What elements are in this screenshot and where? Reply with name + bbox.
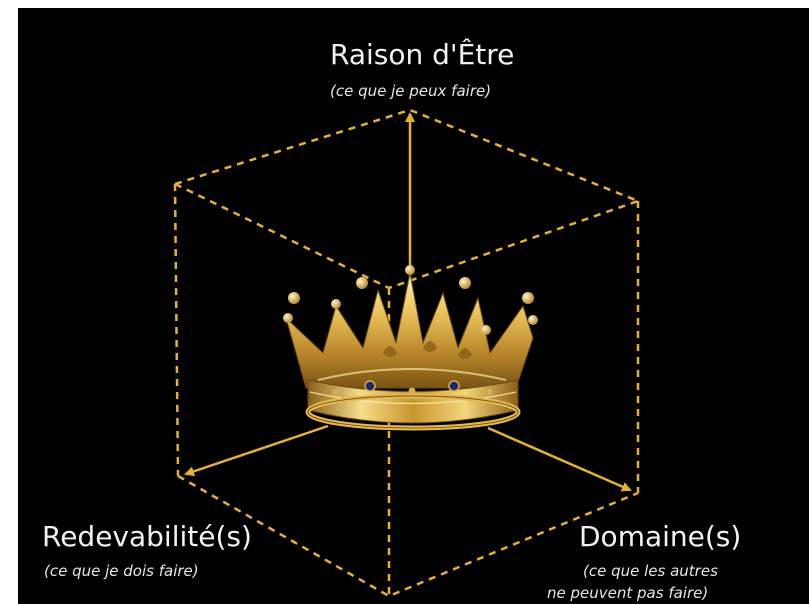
slide: Raison d'Être (ce que je peux faire) Red… <box>18 8 809 604</box>
right-label-title: Domaine(s) <box>579 520 742 553</box>
arrow-left <box>184 424 329 477</box>
left-label-subtitle: (ce que je dois faire) <box>44 562 199 580</box>
arrow-right <box>487 426 632 492</box>
right-label-subtitle-line1: (ce que les autres <box>583 562 718 580</box>
right-label-subtitle-line2: ne peuvent pas faire) <box>547 584 709 602</box>
crown-image <box>283 265 538 431</box>
cube-outline <box>173 108 640 598</box>
left-label-title: Redevabilité(s) <box>42 520 252 553</box>
top-label-subtitle: (ce que je peux faire) <box>330 82 492 100</box>
diagram-canvas <box>173 108 640 598</box>
top-label-title: Raison d'Être <box>330 38 515 71</box>
